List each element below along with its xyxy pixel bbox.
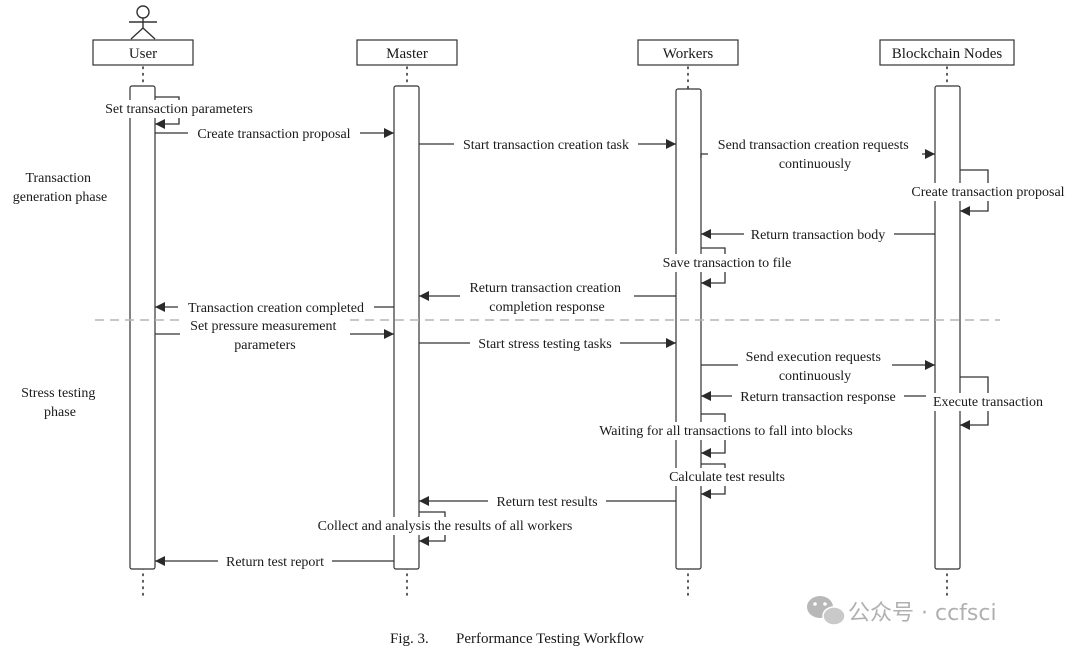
message-label-set-pressure-parameters: Set pressure measurement parameters: [190, 319, 340, 353]
participant-nodes-label: Blockchain Nodes: [892, 46, 1003, 62]
message-label-collect-and-analysis: Collect and analysis the results of all …: [318, 519, 573, 534]
activation-workers: [675, 88, 702, 570]
caption-title: Performance Testing Workflow: [456, 631, 644, 647]
message-label-create-transaction-proposal-nodes: Create transaction proposal: [911, 185, 1064, 200]
message-label-return-test-results: Return test results: [496, 495, 597, 510]
message-label-waiting-for-blocks: Waiting for all transactions to fall int…: [599, 424, 853, 439]
phase-stress-label: Stress testing phase: [21, 386, 99, 420]
phase-generation-label: Transaction generation phase: [13, 171, 107, 205]
message-label-send-transaction-creation-requests: Send transaction creation requests conti…: [718, 138, 912, 172]
watermark: 公众号 · ccfsci: [807, 596, 997, 626]
message-label-return-test-report: Return test report: [226, 555, 324, 570]
activation-master: [393, 85, 420, 570]
user-actor-icon: [129, 5, 157, 40]
participant-workers-header: Workers: [637, 39, 739, 66]
message-label-transaction-creation-completed: Transaction creation completed: [188, 301, 364, 316]
message-label-save-transaction-to-file: Save transaction to file: [663, 256, 792, 271]
wechat-icon: [807, 596, 846, 626]
activation-nodes: [934, 85, 961, 570]
message-label-set-transaction-parameters: Set transaction parameters: [105, 102, 253, 117]
activation-user: [129, 85, 156, 570]
message-label-calculate-test-results: Calculate test results: [669, 470, 785, 485]
participant-workers-label: Workers: [663, 46, 714, 62]
message-label-return-transaction-body: Return transaction body: [751, 228, 886, 243]
participant-user-label: User: [129, 46, 157, 62]
message-label-return-creation-completion: Return transaction creation completion r…: [469, 281, 624, 315]
caption-number: Fig. 3.: [390, 631, 429, 647]
message-label-create-transaction-proposal: Create transaction proposal: [197, 127, 350, 142]
message-label-execute-transaction: Execute transaction: [933, 395, 1043, 410]
message-label-return-transaction-response: Return transaction response: [740, 390, 896, 405]
participant-master-label: Master: [386, 46, 428, 62]
participant-nodes-header: Blockchain Nodes: [879, 39, 1015, 66]
watermark-text: 公众号 · ccfsci: [848, 601, 997, 626]
message-label-send-execution-requests: Send execution requests continuously: [746, 350, 885, 384]
message-label-start-stress-testing-tasks: Start stress testing tasks: [478, 337, 611, 352]
participant-user-header: User: [92, 39, 194, 66]
message-label-start-transaction-creation-task: Start transaction creation task: [463, 138, 629, 153]
participant-master-header: Master: [356, 39, 458, 66]
